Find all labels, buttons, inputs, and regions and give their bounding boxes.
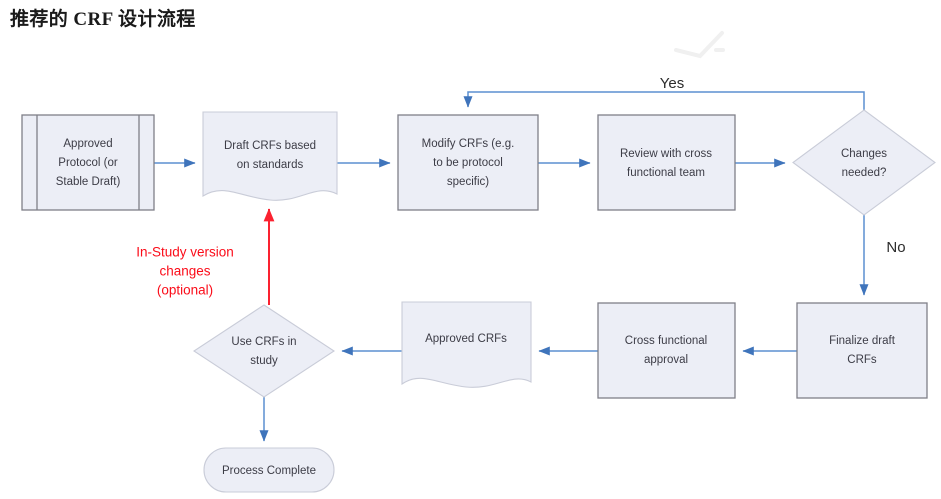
annotation-line: In-Study version	[136, 245, 234, 260]
node-approved-crfs[interactable]: Approved CRFs	[401, 301, 532, 388]
node-label-line: approval	[644, 354, 688, 366]
edge-label-no: No	[886, 239, 905, 256]
node-modify-crfs[interactable]: Modify CRFs (e.g. to be protocol specifi…	[397, 114, 539, 211]
node-label-line: to be protocol	[433, 157, 503, 169]
page-title: 推荐的 CRF 设计流程	[10, 9, 196, 30]
node-approved-protocol[interactable]: Approved Protocol (or Stable Draft)	[21, 114, 155, 211]
node-draft-crfs[interactable]: Draft CRFs based on standards	[202, 111, 338, 201]
node-label-line: Protocol (or	[58, 157, 118, 169]
node-label-line: Changes	[841, 148, 887, 160]
node-label-line: Approved CRFs	[425, 333, 507, 345]
node-label-line: CRFs	[847, 354, 877, 366]
node-label-line: study	[250, 355, 278, 367]
faint-watermark-icon	[674, 31, 725, 59]
node-label-line: specific)	[447, 176, 489, 188]
node-review-cross-functional[interactable]: Review with cross functional team	[597, 114, 736, 211]
node-process-complete[interactable]: Process Complete	[203, 447, 335, 493]
node-label-line: Use CRFs in	[231, 336, 296, 348]
connector-changes-yes-to-modify	[463, 91, 865, 110]
node-label-line: Modify CRFs (e.g.	[422, 138, 515, 150]
annotation-in-study-version-changes: In-Study version changes (optional)	[136, 245, 234, 298]
node-label-line: Stable Draft)	[56, 176, 121, 188]
node-cross-functional-approval[interactable]: Cross functional approval	[597, 302, 736, 399]
node-label-line: Finalize draft	[829, 335, 896, 347]
node-label-line: functional team	[627, 167, 705, 179]
node-label-line: needed?	[842, 167, 887, 179]
edge-label-yes: Yes	[660, 75, 684, 92]
node-use-crfs-in-study[interactable]: Use CRFs in study	[192, 304, 336, 398]
node-finalize-draft-crfs[interactable]: Finalize draft CRFs	[796, 302, 928, 399]
node-label-line: Cross functional	[625, 335, 707, 347]
node-label-line: Approved	[63, 138, 112, 150]
node-label-line: Review with cross	[620, 148, 712, 160]
node-label-line: on standards	[237, 159, 304, 171]
annotation-line: changes	[159, 264, 210, 279]
node-label-line: Process Complete	[222, 465, 316, 477]
node-label-line: Draft CRFs based	[224, 140, 316, 152]
node-changes-needed[interactable]: Changes needed?	[792, 109, 936, 216]
annotation-line: (optional)	[157, 283, 213, 298]
